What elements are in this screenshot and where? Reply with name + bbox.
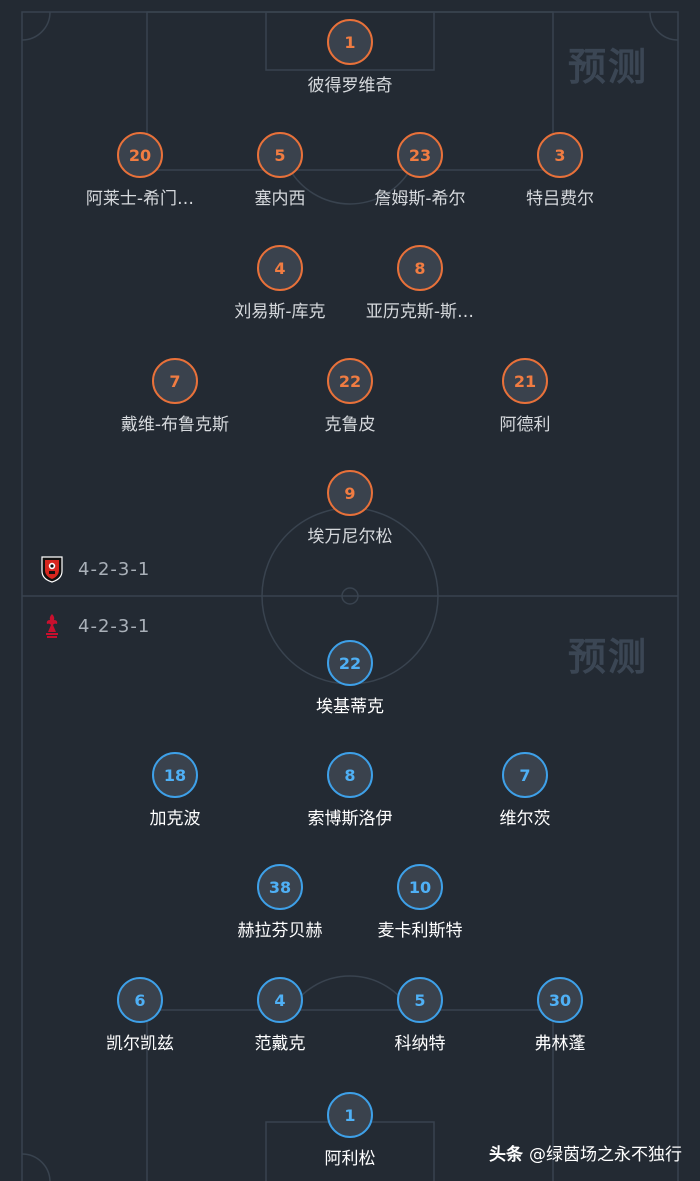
prediction-watermark-top: 预测 [567, 45, 648, 89]
player-name: 埃万尼尔松 [307, 527, 393, 547]
player-number-badge: 4 [257, 245, 303, 291]
away-player[interactable]: 5 科纳特 [335, 977, 505, 1054]
player-name: 加克波 [149, 809, 201, 829]
player-number-badge: 22 [327, 640, 373, 686]
player-number-badge: 22 [327, 358, 373, 404]
player-number-badge: 21 [502, 358, 548, 404]
bournemouth-crest-icon [41, 556, 63, 583]
player-number-badge: 38 [257, 864, 303, 910]
home-player[interactable]: 20 阿莱士-希门… [55, 132, 225, 209]
player-number-badge: 1 [327, 1092, 373, 1138]
formation-label: 4-2-3-1 [78, 558, 151, 580]
player-number-badge: 3 [537, 132, 583, 178]
player-name: 塞内西 [254, 189, 306, 209]
player-name: 赫拉芬贝赫 [237, 921, 323, 941]
corner-arc-tr [649, 11, 679, 41]
bottom-penalty-box [146, 1009, 554, 1181]
away-player[interactable]: 6 凯尔凯兹 [55, 977, 225, 1054]
player-name: 克鲁皮 [324, 415, 376, 435]
away-player[interactable]: 10 麦卡利斯特 [335, 864, 505, 941]
player-number-badge: 5 [257, 132, 303, 178]
home-player[interactable]: 1 彼得罗维奇 [265, 19, 435, 96]
player-name: 索博斯洛伊 [307, 809, 393, 829]
away-player[interactable]: 18 加克波 [90, 752, 260, 829]
away-player[interactable]: 22 埃基蒂克 [265, 640, 435, 717]
player-number-badge: 9 [327, 470, 373, 516]
home-player[interactable]: 4 刘易斯-库克 [195, 245, 365, 322]
player-name: 范戴克 [254, 1034, 306, 1054]
source-credit: 头条 @绿茵场之永不独行 [489, 1140, 682, 1165]
player-number-badge: 10 [397, 864, 443, 910]
corner-arc-tl [21, 11, 51, 41]
player-name: 阿莱士-希门… [85, 189, 195, 209]
player-name: 维尔茨 [499, 809, 551, 829]
credit-brand: 头条 [489, 1145, 523, 1165]
player-number-badge: 7 [152, 358, 198, 404]
player-name: 弗林蓬 [534, 1034, 586, 1054]
away-player[interactable]: 38 赫拉芬贝赫 [195, 864, 365, 941]
away-player[interactable]: 4 范戴克 [195, 977, 365, 1054]
player-number-badge: 5 [397, 977, 443, 1023]
home-player[interactable]: 22 克鲁皮 [265, 358, 435, 435]
player-name: 埃基蒂克 [316, 697, 384, 717]
home-player[interactable]: 3 特吕费尔 [475, 132, 645, 209]
credit-handle: @绿茵场之永不独行 [529, 1145, 682, 1165]
player-name: 麦卡利斯特 [377, 921, 463, 941]
away-formation: 4-2-3-1 [40, 612, 150, 640]
player-name: 刘易斯-库克 [234, 302, 326, 322]
formation-label: 4-2-3-1 [78, 615, 151, 637]
home-player[interactable]: 9 埃万尼尔松 [265, 470, 435, 547]
player-name: 彼得罗维奇 [307, 76, 393, 96]
top-goal-box [265, 11, 435, 71]
player-name: 詹姆斯-希尔 [374, 189, 466, 209]
player-number-badge: 23 [397, 132, 443, 178]
top-penalty-arc [289, 169, 411, 205]
home-player[interactable]: 23 詹姆斯-希尔 [335, 132, 505, 209]
player-number-badge: 7 [502, 752, 548, 798]
player-name: 凯尔凯兹 [106, 1034, 174, 1054]
player-name: 阿利松 [324, 1149, 376, 1169]
home-player[interactable]: 21 阿德利 [440, 358, 610, 435]
player-name: 特吕费尔 [526, 189, 594, 209]
player-number-badge: 18 [152, 752, 198, 798]
player-number-badge: 20 [117, 132, 163, 178]
player-name: 戴维-布鲁克斯 [120, 415, 230, 435]
player-number-badge: 8 [397, 245, 443, 291]
home-formation: 4-2-3-1 [40, 555, 150, 583]
player-name: 阿德利 [499, 415, 551, 435]
liverpool-crest-icon [46, 614, 58, 638]
home-player[interactable]: 5 塞内西 [195, 132, 365, 209]
home-player[interactable]: 8 亚历克斯-斯… [335, 245, 505, 322]
center-spot [341, 587, 359, 605]
corner-arc-bl [21, 1153, 51, 1181]
player-number-badge: 1 [327, 19, 373, 65]
player-name: 科纳特 [394, 1034, 446, 1054]
player-name: 亚历克斯-斯… [365, 302, 475, 322]
away-player[interactable]: 30 弗林蓬 [475, 977, 645, 1054]
player-number-badge: 30 [537, 977, 583, 1023]
home-player[interactable]: 7 戴维-布鲁克斯 [90, 358, 260, 435]
away-player[interactable]: 7 维尔茨 [440, 752, 610, 829]
player-number-badge: 8 [327, 752, 373, 798]
away-player[interactable]: 8 索博斯洛伊 [265, 752, 435, 829]
away-player[interactable]: 1 阿利松 [265, 1092, 435, 1169]
player-number-badge: 4 [257, 977, 303, 1023]
prediction-watermark-bottom: 预测 [567, 635, 648, 679]
player-number-badge: 6 [117, 977, 163, 1023]
